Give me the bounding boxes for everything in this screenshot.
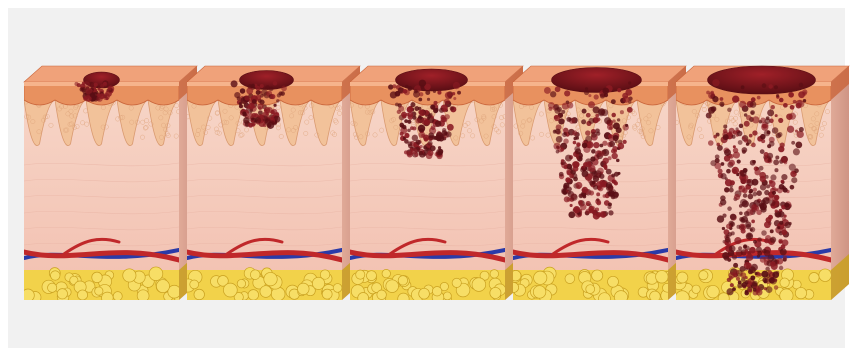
skin-block-stage-3 [349,66,523,305]
skin-block-stage-5 [673,66,849,305]
skin-block-stage-1 [22,66,197,304]
skin-block-stage-4 [509,66,686,305]
skin-block-stage-2 [182,66,360,302]
